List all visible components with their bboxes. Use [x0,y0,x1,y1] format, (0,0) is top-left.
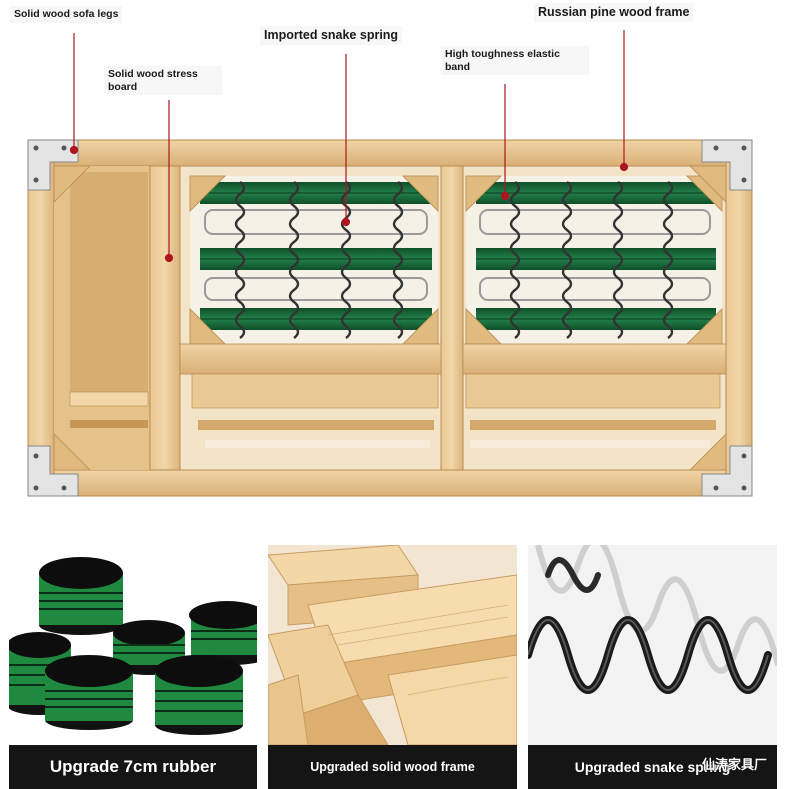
marker-sofa-legs [69,145,79,155]
panel-wood-frame: Upgraded solid wood frame [268,545,517,789]
callout-elastic-band: High toughness elastic band [441,46,589,76]
caption-snake-spring: Upgraded snake spring [528,745,777,789]
lower-apron [179,343,727,448]
marker-pine-frame [619,162,629,172]
panel-snake-spring: Upgraded snake spring 仙涛家具厂 [528,545,777,789]
rubber-roll [39,557,123,635]
stress-board [149,165,181,471]
frame-bottom-rail [27,469,753,497]
watermark: 仙涛家具厂 [701,758,767,773]
snake-spring-image [528,545,777,745]
middle-post [440,165,464,471]
callout-stress-board: Solid wood stress board [104,66,222,96]
callout-sofa-legs: Solid wood sofa legs [10,6,123,23]
frame-right-rail [725,139,753,497]
marker-elastic-band [500,191,510,201]
wood-blocks-image [268,545,517,745]
rubber-band-rolls-image [9,545,257,745]
frame-top-rail [27,139,753,167]
caption-wood-frame: Upgraded solid wood frame [268,745,517,789]
seat-section-right [465,175,723,345]
callout-snake-spring: Imported snake spring [260,26,403,45]
marker-stress-board [164,253,174,263]
panel-rubber: Upgrade 7cm rubber [9,545,257,789]
caption-rubber: Upgrade 7cm rubber [9,745,257,789]
seat-section-left [189,175,439,345]
sofa-frame-diagram [27,30,753,497]
callout-pine-frame: Russian pine wood frame [534,3,694,22]
sofa-leg-brackets [27,139,753,497]
marker-snake-spring [341,217,351,227]
frame-left-rail [27,139,55,497]
